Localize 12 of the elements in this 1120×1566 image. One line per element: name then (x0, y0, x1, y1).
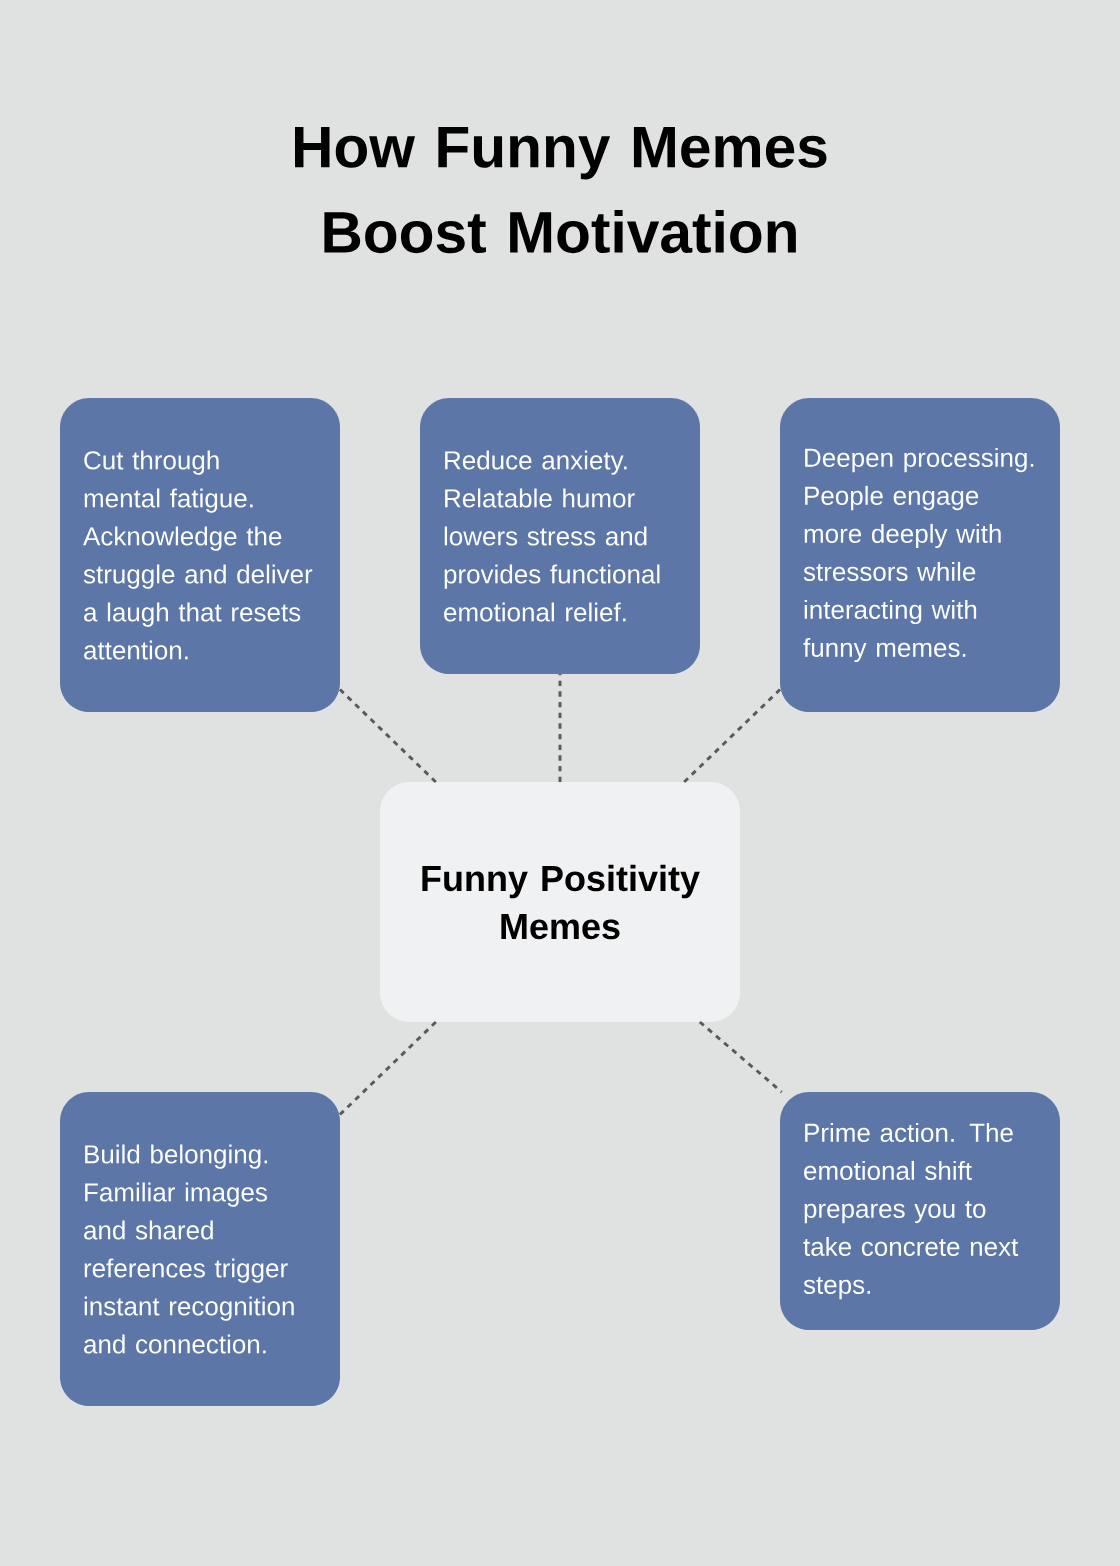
info-box: Reduce anxiety. Relatable humor lowers stress and provides functional emotional relief. (420, 398, 700, 674)
topic-box: Funny Positivity Memes (380, 782, 740, 1022)
connector-line (683, 688, 781, 784)
title: How Funny Memes Boost Motivation (295, 126, 827, 254)
info-box: Build belonging. Familiar images and shared references trigger instant recognition and connection. (60, 1092, 340, 1406)
info-box: Prime action. The emotional shift prepares you to take concrete next steps. (780, 1092, 1060, 1330)
info-box: Deepen processing. People engage more deeply with stressors while interacting with funny memes. (780, 398, 1060, 712)
connector-line (698, 1020, 783, 1094)
info-box: Cut through mental fatigue. Acknowledge the struggle and deliver a laugh that resets attention. (60, 398, 340, 712)
connector-line (339, 688, 437, 784)
connector-line (339, 1020, 437, 1116)
connector-line (558, 674, 562, 782)
